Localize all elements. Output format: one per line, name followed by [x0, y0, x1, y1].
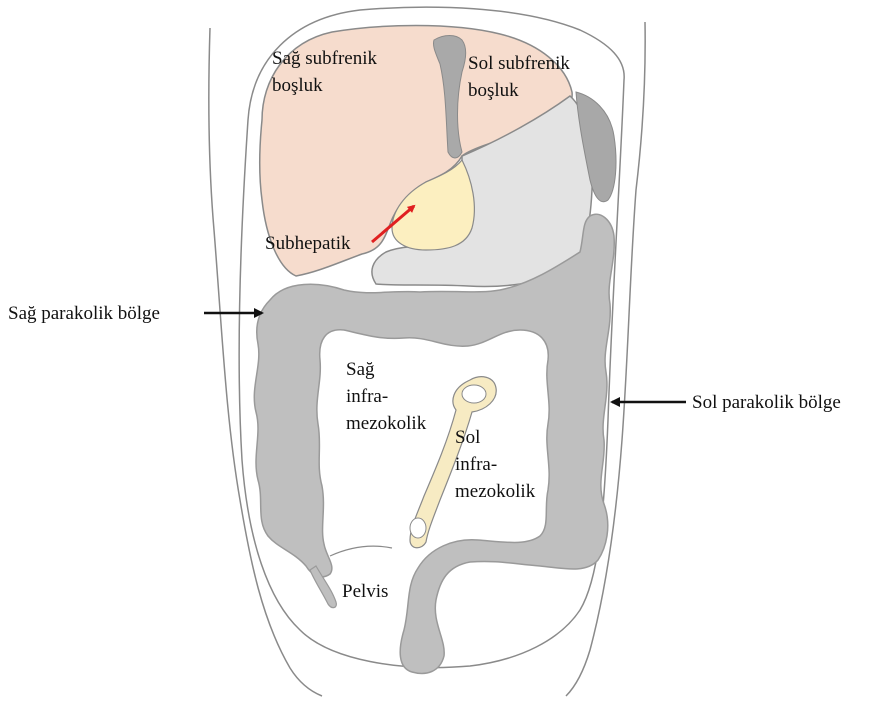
label-sol-subfrenik: Sol subfrenik boşluk [468, 50, 570, 104]
label-sol-inframezokolik: Sol infra- mezokolik [455, 424, 535, 505]
label-subhepatik: Subhepatik [265, 230, 351, 257]
label-sag-parakolik: Sağ parakolik bölge [8, 300, 160, 327]
label-sol-parakolik: Sol parakolik bölge [692, 389, 841, 416]
pelvis-rim [330, 546, 392, 556]
label-sag-inframezokolik: Sağ infra- mezokolik [346, 356, 426, 437]
label-sag-subfrenik: Sağ subfrenik boşluk [272, 45, 377, 99]
label-pelvis: Pelvis [342, 578, 388, 605]
mesentery-opening-top [462, 385, 486, 403]
mesentery-opening-bottom [410, 518, 426, 538]
